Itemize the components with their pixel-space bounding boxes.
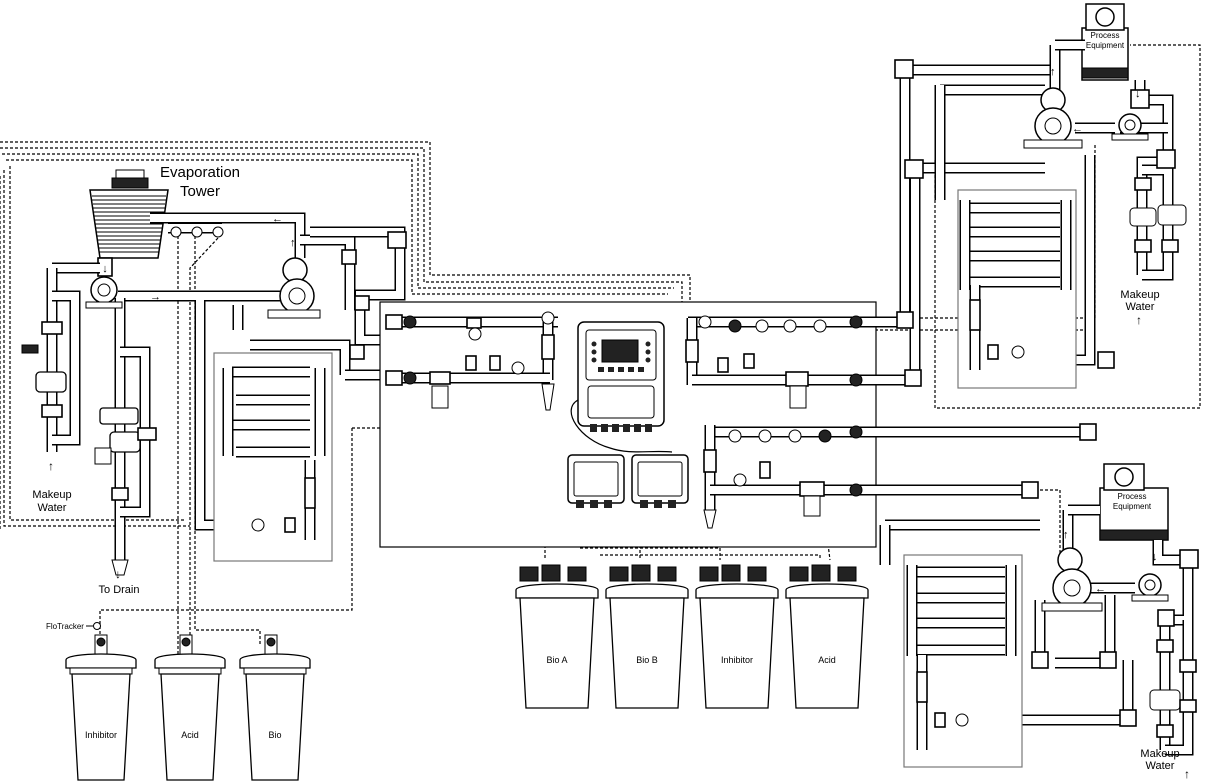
to-drain-label: To Drain [99, 584, 140, 596]
tower-sensors [168, 222, 224, 238]
process-top-label-2: Equipment [1086, 41, 1125, 50]
svg-text:←: ← [272, 213, 283, 225]
right-bottom-pumps [1041, 547, 1169, 612]
flow-arrow-down: ↓ [102, 263, 108, 275]
makeup-right-bottom-label-2: Water [1146, 760, 1175, 772]
svg-text:↓: ↓ [1135, 88, 1141, 100]
junction-box-2 [631, 454, 689, 508]
tank-center-acid: Acid [785, 564, 869, 709]
flotracker-sensor: FloTracker [46, 622, 101, 631]
svg-text:→: → [150, 291, 161, 303]
tank-left-bio: Bio [239, 634, 311, 781]
tower-piping: ← ↑ → [46, 212, 407, 560]
process-bottom-label-1: Process [1118, 492, 1147, 501]
tank-center-label-3: Inhibitor [721, 655, 753, 665]
tank-center-inhibitor: Inhibitor [695, 564, 779, 709]
controller-display [601, 339, 639, 363]
tank-left-label-3: Bio [268, 730, 281, 740]
right-bottom-coupon-rack [903, 554, 1023, 768]
right-bottom-makeup-valves [1149, 639, 1197, 738]
makeup-left-arrow: ↑ [48, 459, 54, 473]
svg-text:↑: ↑ [290, 237, 296, 249]
makeup-right-top-label-2: Water [1126, 301, 1155, 313]
svg-text:↓: ↓ [1152, 551, 1158, 563]
tower-pump-1 [85, 276, 123, 309]
right-top-coupon-rack [957, 189, 1077, 389]
makeup-left-label-1: Makeup [32, 489, 71, 501]
center-right-manifolds [685, 315, 870, 529]
tower-pump-2 [267, 257, 321, 319]
flotracker-label: FloTracker [46, 622, 84, 631]
makeup-right-top-arrow: ↑ [1136, 313, 1142, 327]
junction-box-1 [567, 454, 625, 508]
tower-fan [111, 177, 149, 189]
makeup-right-top-label-1: Makeup [1120, 289, 1159, 301]
left-coupon-rack [213, 352, 333, 562]
makeup-right-bottom-arrow: ↑ [1184, 767, 1190, 781]
left-makeup-valves [21, 321, 157, 576]
svg-text:←: ← [1072, 123, 1083, 135]
svg-text:←: ← [1095, 583, 1106, 595]
svg-text:↑: ↑ [1050, 66, 1056, 78]
tank-left-acid: Acid [154, 634, 226, 781]
drain-arrow: ↓ [115, 567, 121, 581]
tower-fan-hub [115, 169, 145, 179]
process-equipment-bottom: Process Equipment [1099, 463, 1169, 541]
controller-unit [570, 321, 673, 453]
process-equipment-top: Process Equipment [1081, 3, 1129, 81]
tank-left-label-1: Inhibitor [85, 730, 117, 740]
tank-center-label-1: Bio A [546, 655, 567, 665]
process-top-label-1: Process [1091, 31, 1120, 40]
tank-center-bio-a: Bio A [515, 564, 599, 709]
right-top-pumps [1023, 87, 1149, 149]
right-top-makeup-valves [1129, 177, 1187, 253]
process-bottom-label-2: Equipment [1113, 502, 1152, 511]
makeup-right-bottom-label-1: Makeup [1140, 748, 1179, 760]
tank-left-inhibitor: Inhibitor [65, 634, 137, 781]
tank-center-label-2: Bio B [636, 655, 658, 665]
tank-center-bio-b: Bio B [605, 564, 689, 709]
tower-title-line1: Evaporation [160, 164, 240, 181]
right-connecting-piping [870, 59, 1097, 499]
svg-text:↑: ↑ [1063, 529, 1069, 541]
makeup-left-label-2: Water [38, 502, 67, 514]
tank-left-label-2: Acid [181, 730, 199, 740]
evaporation-tower: ↓ Evaporation Tower [89, 164, 240, 277]
center-top-manifold [385, 311, 558, 411]
tank-center-label-4: Acid [818, 655, 836, 665]
tower-title-line2: Tower [180, 183, 220, 200]
